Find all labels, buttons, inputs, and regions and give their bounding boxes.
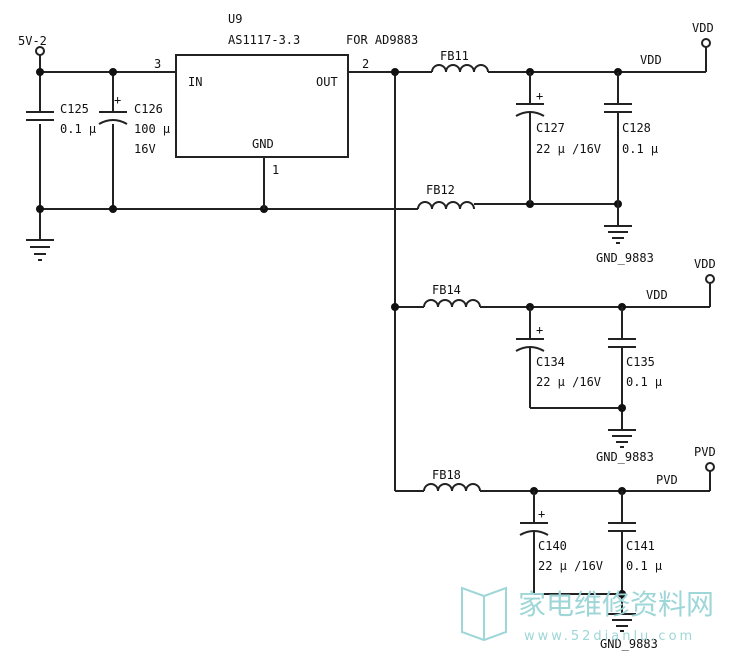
vdd-top-net-label: VDD (640, 53, 662, 67)
c141-value: 0.1 μ (626, 559, 662, 573)
pvd-port-label: PVD (694, 445, 716, 459)
vdd-mid-terminal (705, 274, 715, 284)
gnd-label-3: GND_9883 (600, 637, 658, 651)
c134-polarity: + (536, 323, 543, 337)
junction-dot (391, 68, 399, 76)
c125-ref: C125 (60, 102, 89, 116)
design-note: FOR AD9883 (346, 33, 418, 47)
vdd-top-terminal (701, 38, 711, 48)
regulator-ref: U9 (228, 12, 242, 26)
capacitor-c134 (515, 307, 622, 409)
ferrite-bead-fb11 (431, 64, 489, 73)
gnd-label-2: GND_9883 (596, 450, 654, 464)
ground-symbol (604, 225, 632, 244)
fb14-label: FB14 (432, 283, 461, 297)
c140-ref: C140 (538, 539, 567, 553)
fb11-label: FB11 (440, 49, 469, 63)
input-net-label: 5V-2 (18, 34, 47, 48)
pin-gnd-label: GND (252, 137, 274, 151)
ferrite-bead-fb18 (423, 483, 481, 492)
output-bus (348, 71, 432, 492)
c127-ref: C127 (536, 121, 565, 135)
vdd-mid-port-label: VDD (694, 257, 716, 271)
ground-symbol (608, 429, 636, 448)
pin-out-label: OUT (316, 75, 338, 89)
junction-dot (618, 404, 626, 412)
vdd-mid-net-label: VDD (646, 288, 668, 302)
c126-voltage: 16V (134, 142, 156, 156)
pin3-number: 3 (154, 57, 161, 71)
gnd-label-1: GND_9883 (596, 251, 654, 265)
ground-symbol (608, 613, 636, 632)
pin1-number: 1 (272, 163, 279, 177)
junction-dot (109, 68, 117, 76)
c126-value: 100 μ (134, 122, 170, 136)
c127-polarity: + (536, 89, 543, 103)
c125-value: 0.1 μ (60, 122, 96, 136)
c128-ref: C128 (622, 121, 651, 135)
capacitor-c141 (608, 491, 636, 614)
capacitor-c127 (515, 72, 545, 204)
regulator-part: AS1117-3.3 (228, 33, 300, 47)
c134-value: 22 μ /16V (536, 375, 601, 389)
watermark-url: www.52dianlu.com (524, 629, 695, 644)
input-rail (39, 71, 418, 240)
ground-symbol (26, 239, 54, 261)
capacitor-c126 (98, 111, 128, 125)
junction-dot (109, 205, 117, 213)
fb18-label: FB18 (432, 468, 461, 482)
junction-dot (618, 590, 626, 598)
capacitor-c140 (519, 491, 622, 595)
c128-value: 0.1 μ (622, 142, 658, 156)
capacitor-c135 (608, 307, 636, 430)
vdd-top-port-label: VDD (692, 21, 714, 35)
ferrite-bead-fb12 (417, 201, 475, 210)
junction-dot (36, 68, 44, 76)
c134-ref: C134 (536, 355, 565, 369)
junction-dot (36, 205, 44, 213)
pvd-terminal (705, 462, 715, 472)
pin2-number: 2 (362, 57, 369, 71)
capacitor-c125 (26, 111, 54, 121)
c135-ref: C135 (626, 355, 655, 369)
ferrite-bead-fb14 (423, 299, 481, 308)
c126-polarity: + (114, 93, 121, 107)
fb12-label: FB12 (426, 183, 455, 197)
c141-ref: C141 (626, 539, 655, 553)
pvd-net-label: PVD (656, 473, 678, 487)
watermark-text: 家电维修资料网 (518, 588, 714, 621)
capacitor-c128 (604, 72, 632, 226)
regulator-u9-body (175, 54, 349, 158)
junction-dot (391, 303, 399, 311)
c140-value: 22 μ /16V (538, 559, 603, 573)
pin-in-label: IN (188, 75, 202, 89)
c135-value: 0.1 μ (626, 375, 662, 389)
c126-ref: C126 (134, 102, 163, 116)
c127-value: 22 μ /16V (536, 142, 601, 156)
c140-polarity: + (538, 507, 545, 521)
watermark-logo-icon (461, 586, 507, 642)
